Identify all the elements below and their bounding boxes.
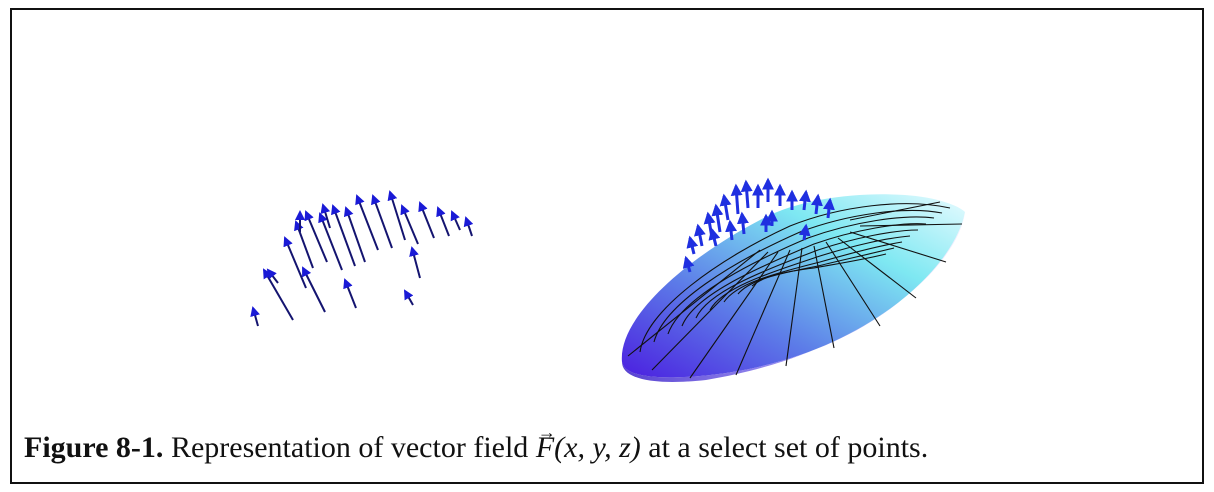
vector-arrow xyxy=(371,194,393,249)
mesh-spoke xyxy=(859,223,963,227)
left-vector-field xyxy=(250,190,474,327)
right-vector-field xyxy=(682,177,835,273)
vector-arrow xyxy=(798,223,811,241)
right-surface xyxy=(621,194,965,382)
surface-fill xyxy=(621,194,965,378)
vector-arrow xyxy=(725,219,738,241)
vector-arrow xyxy=(250,306,260,327)
vector-arrow xyxy=(822,197,835,219)
vector-arrow xyxy=(409,246,421,279)
vector-arrow xyxy=(331,204,356,267)
figure-frame xyxy=(10,8,1204,484)
vector-arrow xyxy=(343,206,366,263)
mesh-spoke xyxy=(735,249,791,376)
mesh-spoke xyxy=(651,251,769,371)
vector-arrow xyxy=(740,179,753,209)
caption-text-after: at a select set of points. xyxy=(640,431,929,464)
vector-arrow xyxy=(404,289,414,306)
mesh-spoke xyxy=(813,245,835,349)
vector-arrow xyxy=(400,204,419,245)
vector-arrow xyxy=(387,190,406,241)
vector-arrow xyxy=(736,211,749,235)
vector-arrow xyxy=(343,278,357,309)
vector-arrow xyxy=(708,227,721,247)
vector-arrow xyxy=(463,216,474,237)
vector-arrow xyxy=(682,255,695,273)
mesh-spoke xyxy=(825,241,881,327)
vector-arrow xyxy=(450,210,461,231)
vector-arrow xyxy=(798,189,811,211)
vector-arrow xyxy=(283,236,307,289)
vector-symbol: F xyxy=(536,412,556,468)
vector-arrow xyxy=(302,266,326,313)
mesh-spoke xyxy=(785,247,803,367)
figure-label: Figure 8-1. xyxy=(24,431,164,464)
figure-caption: Figure 8-1. Representation of vector fie… xyxy=(24,412,1204,468)
mesh-ring xyxy=(639,203,951,353)
mesh-ring xyxy=(723,241,903,303)
vector-arrow xyxy=(318,212,343,271)
vector-arrow xyxy=(262,268,294,321)
vector-arrow xyxy=(719,193,732,221)
vector-arrow xyxy=(320,203,331,229)
vector-arrow xyxy=(686,235,699,255)
vector-arrow xyxy=(355,194,379,251)
vector-arrow xyxy=(703,211,716,239)
vector-arrow xyxy=(730,183,743,215)
vector-arrow xyxy=(266,268,279,284)
vector-arrow xyxy=(294,220,314,269)
vector-arguments: (x, y, z) xyxy=(554,431,641,464)
mesh-spoke xyxy=(689,251,779,379)
mesh-spoke xyxy=(837,237,917,299)
vector-arrow xyxy=(810,193,823,215)
vector-arrow xyxy=(436,206,450,237)
mesh-spoke xyxy=(849,201,941,221)
mesh-spoke xyxy=(627,249,761,357)
vector-arrow xyxy=(418,201,435,239)
mesh-spoke xyxy=(849,231,947,263)
vector-arrow xyxy=(304,210,328,263)
mesh-ring xyxy=(667,216,935,335)
vector-arrow xyxy=(693,223,706,247)
mesh-ring xyxy=(695,229,919,319)
caption-text-before: Representation of vector field xyxy=(163,431,536,464)
vector-arrow xyxy=(711,203,724,233)
